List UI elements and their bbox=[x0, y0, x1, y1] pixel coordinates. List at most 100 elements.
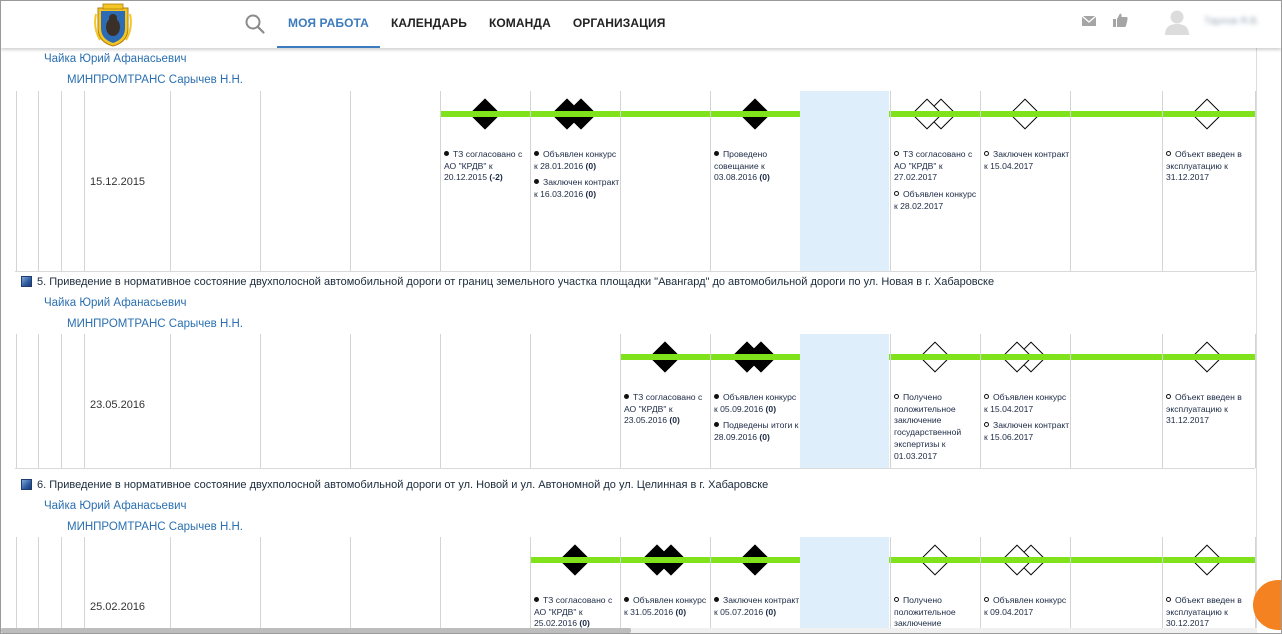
project-icon bbox=[21, 276, 32, 287]
project-title[interactable]: 6. Приведение в нормативное состояние дв… bbox=[21, 479, 768, 491]
milestone-event[interactable]: Объект введен в эксплуатацию к 30.12.201… bbox=[1166, 595, 1252, 630]
milestone-event[interactable]: ТЗ согласовано с АО "КРДВ" к 25.02.2016 … bbox=[534, 595, 620, 630]
milestone-event-text: Получено положительное заключение госуда… bbox=[894, 392, 962, 461]
current-period-highlight bbox=[800, 334, 889, 468]
milestone-event[interactable]: Заключен контракт к 05.07.2016 (0) bbox=[714, 595, 800, 618]
grid-column-line bbox=[350, 91, 351, 271]
milestone-event-text: Заключен контракт к 15.06.2017 bbox=[984, 420, 1070, 443]
grid-column-line bbox=[16, 334, 17, 468]
milestone-event-text: Проведено совещание к 03.08.2016 bbox=[714, 149, 768, 183]
completed-bullet-icon bbox=[534, 597, 539, 602]
grid-column-line bbox=[620, 537, 621, 633]
milestone-event[interactable]: Объявлен конкурс к 28.02.2017 bbox=[894, 189, 980, 212]
milestone-event[interactable]: Получено положительное заключение bbox=[894, 595, 980, 630]
milestone-event[interactable]: Заключен контракт к 15.04.2017 bbox=[984, 149, 1070, 172]
avatar-icon[interactable] bbox=[1165, 9, 1189, 35]
milestone-event-text: Объект введен в эксплуатацию к 31.12.201… bbox=[1166, 392, 1242, 426]
grid-column-line bbox=[1255, 537, 1256, 633]
mail-icon[interactable] bbox=[1082, 15, 1096, 27]
milestone-event[interactable]: ТЗ согласовано с АО "КРДВ" к 20.12.2015 … bbox=[444, 149, 530, 184]
user-name[interactable]: Тарлов Я.В. bbox=[1204, 16, 1260, 27]
grid-column-line bbox=[890, 91, 891, 271]
grid-column-line bbox=[260, 91, 261, 271]
milestone-event-list: Объявлен конкурс к 28.01.2016 (0) Заключе… bbox=[534, 149, 620, 206]
milestone-event-list: Заключен контракт к 15.04.2017 bbox=[984, 149, 1070, 177]
milestone-event[interactable]: Объявлен конкурс к 09.04.2017 bbox=[984, 595, 1070, 618]
nav-tab-organization[interactable]: ОРГАНИЗАЦИЯ bbox=[572, 16, 666, 30]
milestone-event[interactable]: Объявлен конкурс к 31.05.2016 (0) bbox=[624, 595, 710, 618]
planned-bullet-icon bbox=[894, 394, 899, 399]
project-title[interactable]: 5. Приведение в нормативное состояние дв… bbox=[21, 276, 994, 288]
milestone-event-text: Заключен контракт к 05.07.2016 bbox=[714, 595, 800, 617]
milestone-event[interactable]: Объявлен конкурс к 15.04.2017 bbox=[984, 392, 1070, 415]
milestone-deviation: (0) bbox=[765, 403, 777, 414]
horizontal-scrollbar[interactable] bbox=[1, 628, 1257, 633]
milestone-event-text: Объявлен конкурс к 05.09.2016 bbox=[714, 392, 797, 414]
grid-column-line bbox=[1255, 91, 1256, 271]
milestone-event-text: Объект введен в эксплуатацию к 30.12.201… bbox=[1166, 595, 1242, 629]
milestone-event[interactable]: Заключен контракт к 16.03.2016 (0) bbox=[534, 177, 620, 200]
planned-bullet-icon bbox=[1166, 394, 1171, 399]
milestone-event[interactable]: Получено положительное заключение госуда… bbox=[894, 392, 980, 462]
grid-column-line bbox=[890, 334, 891, 468]
milestone-event[interactable]: Подведены итоги к 28.09.2016 (0) bbox=[714, 420, 800, 443]
planned-bullet-icon bbox=[894, 597, 899, 602]
milestone-event-list: Объект введен в эксплуатацию к 31.12.201… bbox=[1166, 149, 1252, 189]
milestone-deviation: (0) bbox=[585, 189, 597, 200]
milestone-event[interactable]: Объявлен конкурс к 05.09.2016 (0) bbox=[714, 392, 800, 415]
milestone-event[interactable]: ТЗ согласовано с АО "КРДВ" к 23.05.2016 … bbox=[624, 392, 710, 427]
planned-bullet-icon bbox=[1166, 597, 1171, 602]
milestone-event[interactable]: Проведено совещание к 03.08.2016 (0) bbox=[714, 149, 800, 184]
like-icon[interactable] bbox=[1113, 13, 1128, 27]
grid-column-line bbox=[260, 537, 261, 633]
section-separator bbox=[15, 271, 1255, 272]
planned-bullet-icon bbox=[984, 151, 989, 156]
curator-link[interactable]: Чайка Юрий Афанасьевич bbox=[44, 500, 187, 512]
nav-tab-my-work[interactable]: МОЯ РАБОТА bbox=[277, 1, 380, 48]
milestone-start-date: 15.12.2015 bbox=[90, 176, 146, 188]
responsible-ministry-link[interactable]: МИНПРОМТРАНС Сарычев Н.Н. bbox=[67, 74, 243, 86]
completed-bullet-icon bbox=[624, 597, 629, 602]
responsible-ministry-link[interactable]: МИНПРОМТРАНС Сарычев Н.Н. bbox=[67, 521, 243, 533]
milestone-event[interactable]: Объект введен в эксплуатацию к 31.12.201… bbox=[1166, 392, 1252, 427]
milestone-event[interactable]: Объект введен в эксплуатацию к 31.12.201… bbox=[1166, 149, 1252, 184]
grid-column-line bbox=[710, 334, 711, 468]
planned-bullet-icon bbox=[894, 191, 899, 197]
completed-bullet-icon bbox=[534, 179, 539, 185]
grid-column-line bbox=[1255, 334, 1256, 468]
completed-bullet-icon bbox=[714, 151, 719, 156]
milestone-event-text: ТЗ согласовано с АО "КРДВ" к 23.05.2016 bbox=[624, 392, 703, 426]
curator-link[interactable]: Чайка Юрий Афанасьевич bbox=[44, 297, 187, 309]
grid-column-line bbox=[61, 91, 62, 271]
milestone-event-text: ТЗ согласовано с АО "КРДВ" к 20.12.2015 bbox=[444, 149, 523, 183]
project-title-text: 5. Приведение в нормативное состояние дв… bbox=[37, 276, 995, 288]
milestone-event[interactable]: Объявлен конкурс к 28.01.2016 (0) bbox=[534, 149, 620, 172]
grid-column-line bbox=[260, 334, 261, 468]
milestone-event[interactable]: ТЗ согласовано с АО "КРДВ" к 27.02.2017 bbox=[894, 149, 980, 184]
milestone-event-list: Объявлен конкурс к 31.05.2016 (0) bbox=[624, 595, 710, 623]
completed-bullet-icon bbox=[444, 151, 449, 156]
horizontal-scroll-thumb[interactable] bbox=[1, 628, 631, 633]
grid-column-line bbox=[38, 91, 39, 271]
planned-bullet-icon bbox=[894, 151, 899, 156]
search-icon[interactable] bbox=[244, 13, 266, 35]
curator-link[interactable]: Чайка Юрий Афанасьевич bbox=[44, 53, 187, 65]
top-navigation-bar: МОЯ РАБОТА КАЛЕНДАРЬ КОМАНДА ОРГАНИЗАЦИЯ… bbox=[1, 1, 1281, 48]
completed-bullet-icon bbox=[624, 394, 629, 399]
nav-tab-team[interactable]: КОМАНДА bbox=[488, 16, 551, 30]
grid-column-line bbox=[1162, 91, 1163, 271]
milestone-event-text: Объявлен конкурс к 31.05.2016 bbox=[624, 595, 707, 617]
coat-of-arms-logo[interactable] bbox=[91, 2, 135, 48]
grid-column-line bbox=[1070, 334, 1071, 468]
milestone-event-text: Подведены итоги к 28.09.2016 bbox=[714, 420, 799, 443]
milestone-event-text: ТЗ согласовано с АО "КРДВ" к 25.02.2016 bbox=[534, 595, 613, 629]
responsible-ministry-link[interactable]: МИНПРОМТРАНС Сарычев Н.Н. bbox=[67, 318, 243, 330]
nav-tab-calendar[interactable]: КАЛЕНДАРЬ bbox=[390, 16, 467, 30]
milestone-event[interactable]: Заключен контракт к 15.06.2017 bbox=[984, 420, 1070, 443]
vertical-scrollbar[interactable] bbox=[1256, 48, 1281, 633]
grid-column-line bbox=[38, 537, 39, 633]
grid-column-line bbox=[710, 91, 711, 271]
milestone-event-text: Заключен контракт к 16.03.2016 bbox=[534, 177, 620, 200]
grid-column-line bbox=[84, 537, 85, 633]
